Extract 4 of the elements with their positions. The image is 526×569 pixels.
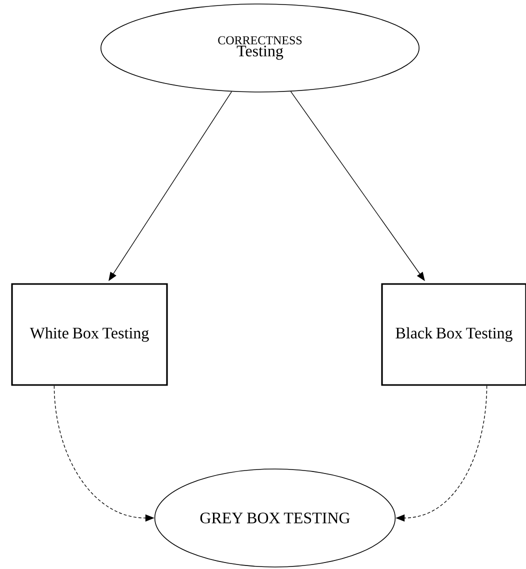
ellipse-node: GREY BOX TESTING xyxy=(154,468,396,568)
process-box: Black Box Testing xyxy=(381,283,526,386)
ellipse-node: CORRECTNESS Testing xyxy=(100,4,420,92)
process-box: White Box Testing xyxy=(11,283,168,386)
